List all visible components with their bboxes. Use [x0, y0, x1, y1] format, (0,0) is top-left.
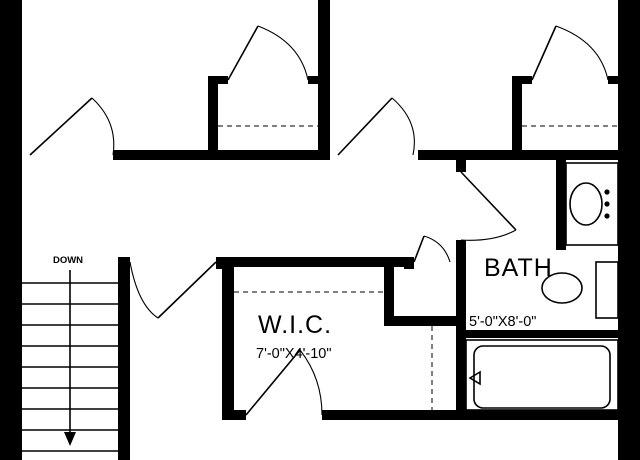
- closet-a-door-swing: [257, 25, 309, 81]
- bath-room-label: BATH: [484, 254, 553, 282]
- bath-fixtures: [465, 162, 619, 411]
- closet-a-door-leaf: [227, 25, 259, 81]
- vanity-counter: [565, 162, 619, 246]
- wic-door-swing: [299, 349, 323, 416]
- bath-door-leaf: [460, 171, 517, 231]
- bedroom-left-door-leaf: [29, 97, 93, 156]
- closet-b-jamb-right: [608, 76, 618, 84]
- closet-a-side-wall: [208, 76, 218, 160]
- bedroom-right-door-leaf: [337, 97, 393, 156]
- wic-bottom-jamb: [222, 410, 246, 420]
- bath-left-wall: [456, 240, 466, 420]
- toilet-tank: [595, 261, 619, 319]
- wic-top-wall: [218, 257, 410, 267]
- tub-drain-icon: [468, 370, 481, 386]
- faucet-knob-mid: [604, 201, 610, 207]
- linen-door-jamb: [404, 257, 414, 269]
- lower-wall: [322, 410, 618, 420]
- toilet-bowl: [541, 272, 583, 304]
- hall-door-swing: [129, 261, 159, 319]
- wic-door-leaf: [245, 349, 301, 416]
- stairs: [22, 270, 118, 452]
- down-arrow-icon: [64, 432, 76, 446]
- sink-basin: [569, 182, 603, 226]
- shelf-lines: [218, 125, 618, 410]
- linen-bottom-wall: [384, 316, 456, 326]
- faucet-knob-bottom: [604, 213, 610, 219]
- bath-tub-wall: [466, 330, 618, 338]
- faucet-knob-top: [604, 189, 610, 195]
- bedroom-left-door-swing: [91, 97, 115, 156]
- stairs-down-label: DOWN: [53, 255, 83, 266]
- closet-a-jamb-right: [308, 76, 318, 84]
- wic-left-wall: [222, 257, 234, 420]
- closet-b-side-wall: [512, 76, 522, 160]
- right-exterior-wall: [618, 0, 640, 460]
- bathtub-inner: [473, 345, 611, 409]
- doors: [29, 25, 609, 416]
- closet-a-jamb: [208, 76, 228, 84]
- linen-door-leaf: [413, 235, 425, 263]
- center-partition-wall: [318, 0, 330, 160]
- left-exterior-wall: [0, 0, 22, 460]
- hall-door-leaf: [157, 261, 217, 319]
- closet-b-jamb: [512, 76, 532, 84]
- upper-corridor-wall-left: [113, 150, 330, 160]
- closet-b-door-leaf: [531, 25, 557, 81]
- bathtub-outer: [465, 339, 619, 411]
- linen-door-swing: [423, 235, 451, 263]
- wic-dimensions-label: 7'-0"X4'-10": [256, 346, 331, 362]
- stair-rail-wall: [118, 257, 130, 460]
- bedroom-right-door-swing: [391, 97, 415, 156]
- bath-door-jamb-top: [456, 160, 466, 172]
- vanity-wall: [556, 160, 566, 250]
- wic-room-label: W.I.C.: [258, 311, 332, 339]
- linen-left-wall: [384, 257, 394, 325]
- labels: DOWN BATH 5'-0"X8'-0" W.I.C. 7'-0"X4'-10…: [53, 254, 553, 362]
- closet-b-door-swing: [555, 25, 609, 81]
- bath-dimensions-label: 5'-0"X8'-0": [469, 314, 536, 330]
- bath-door-swing: [460, 229, 517, 241]
